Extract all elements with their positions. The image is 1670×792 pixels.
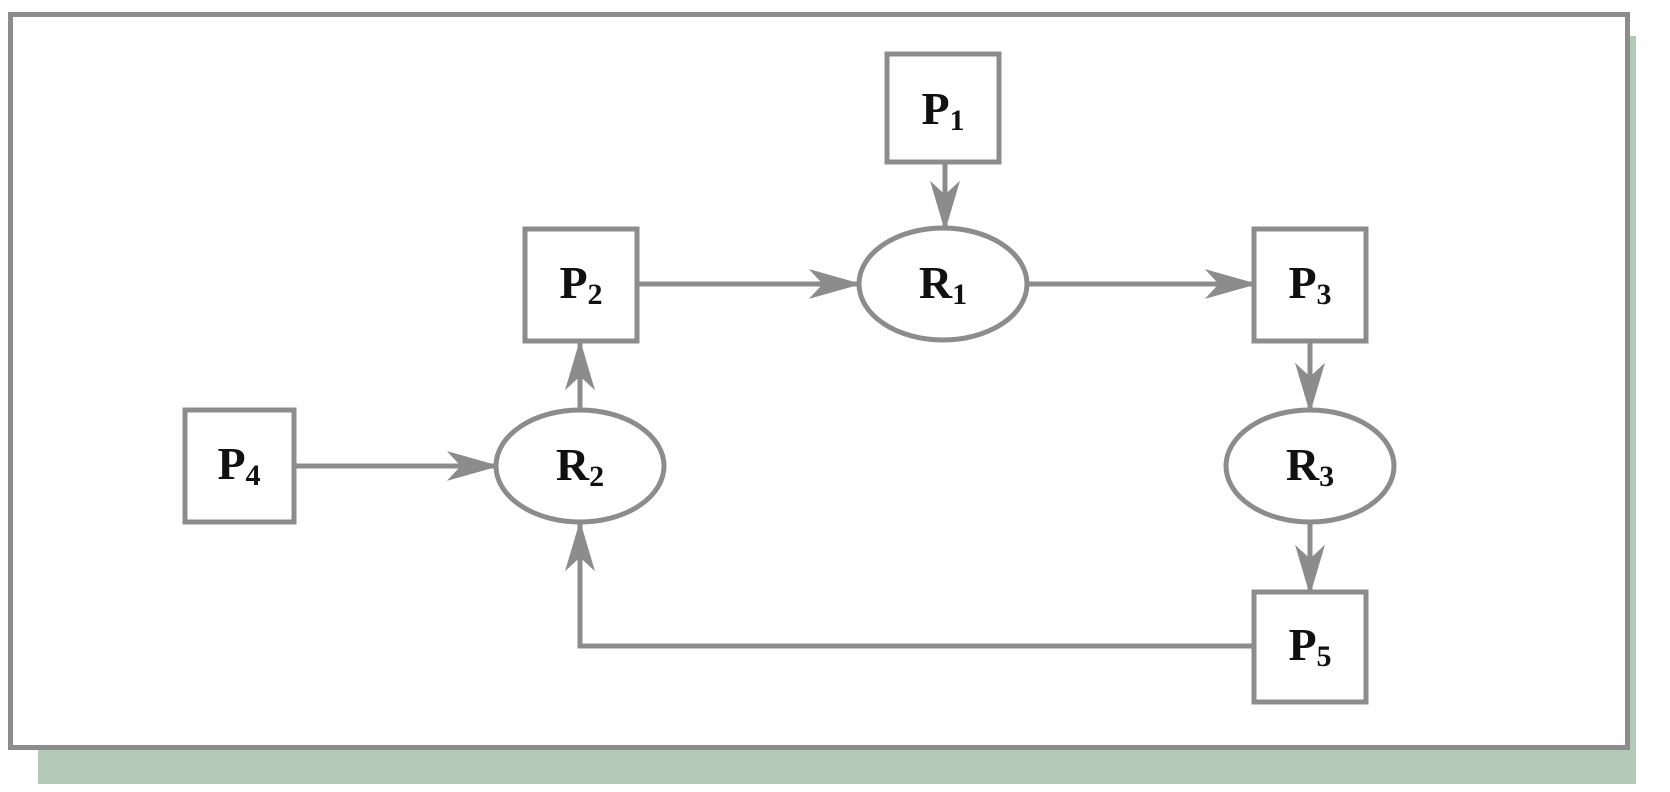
process-node-p5: P5: [1251, 589, 1369, 705]
node-label: P3: [1288, 257, 1331, 311]
edge-r2-p2-arrow: [565, 339, 595, 391]
process-node-p2: P2: [522, 226, 640, 344]
edge-p5-r2-arrow: [565, 520, 595, 572]
resource-ellipse: [1223, 407, 1397, 525]
process-box: [182, 407, 297, 525]
process-box: [1251, 226, 1369, 344]
process-box: [1251, 589, 1369, 705]
resource-node-r2: R2: [493, 407, 667, 525]
edges: [294, 162, 1325, 649]
edge-r3-p5-arrow: [1295, 544, 1325, 596]
resource-node-r3: R3: [1223, 407, 1397, 525]
edge-p2-r1-arrow: [808, 269, 862, 299]
node-label: P4: [217, 438, 260, 492]
resource-ellipse: [856, 225, 1030, 343]
process-node-p4: P4: [182, 407, 297, 525]
resource-node-r1: R1: [856, 225, 1030, 343]
node-label: R1: [919, 257, 967, 311]
edge-p3-r3-arrow: [1295, 362, 1325, 414]
process-box: [522, 226, 640, 344]
node-label: P2: [559, 257, 602, 311]
node-label: R2: [556, 439, 604, 493]
resource-ellipse: [493, 407, 667, 525]
edge-p1-r1-arrow: [930, 180, 960, 232]
process-node-p3: P3: [1251, 226, 1369, 344]
process-node-p1: P1: [884, 51, 1002, 165]
node-label: P5: [1288, 619, 1331, 673]
edge-p5-r2: [577, 524, 1254, 649]
node-label: R3: [1286, 439, 1334, 493]
edge-r1-p3-arrow: [1204, 269, 1258, 299]
node-label: P1: [921, 83, 964, 137]
edge-p4-r2-arrow: [446, 451, 500, 481]
process-box: [884, 51, 1002, 165]
